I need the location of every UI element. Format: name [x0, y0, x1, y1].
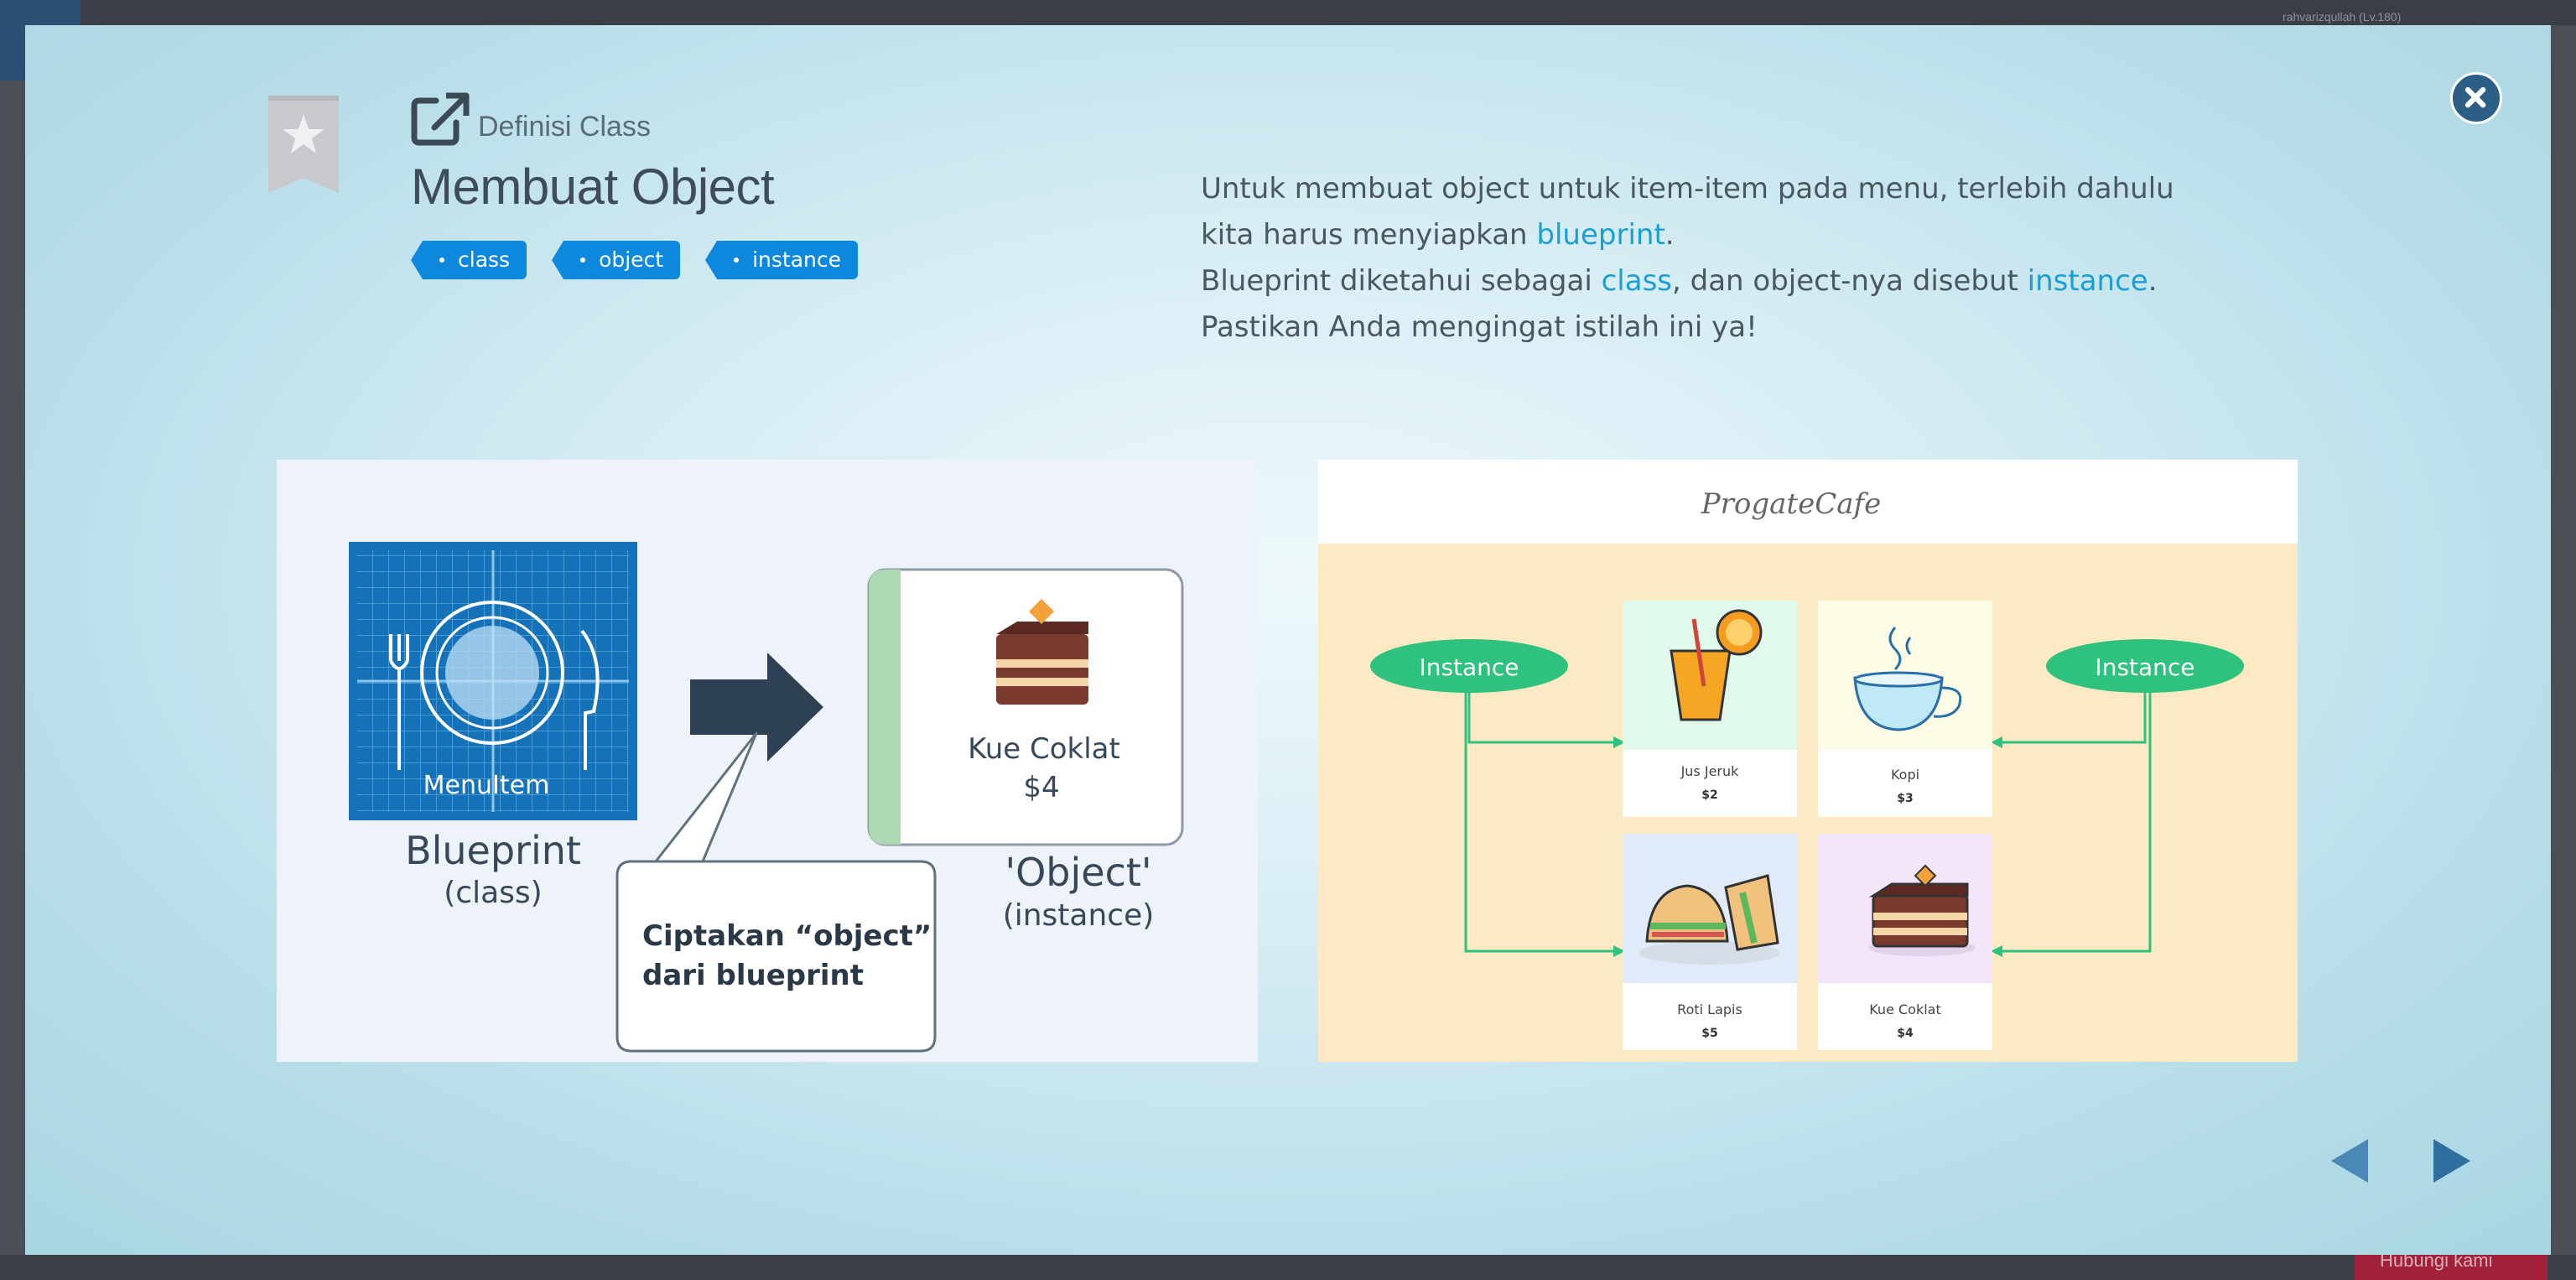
tag-instance[interactable]: instance	[705, 241, 859, 279]
next-slide-icon[interactable]	[2432, 1137, 2472, 1184]
term-instance: instance	[2027, 264, 2148, 298]
term-blueprint: blueprint	[1536, 218, 1665, 252]
menu-item-price: $3	[1897, 792, 1913, 805]
chocolate-cake-icon	[996, 599, 1088, 705]
menu-item-name: Kopi	[1891, 767, 1919, 783]
blueprint-title: Blueprint	[405, 828, 581, 873]
connector-arrows	[1464, 693, 2152, 953]
arrow-right-icon	[690, 653, 823, 762]
instance-label-left: Instance	[1419, 653, 1519, 681]
slide-header: Definisi Class Membuat Object class obje…	[410, 92, 859, 279]
term-class: class	[1601, 264, 1672, 298]
previous-slide-icon[interactable]	[2329, 1137, 2370, 1184]
menu-card-kue-coklat	[1818, 834, 1992, 1050]
description-line: Blueprint diketahui sebagai class, dan o…	[1201, 258, 2249, 304]
tag-list: class object instance	[410, 241, 859, 279]
menu-card-jus-jeruk	[1623, 601, 1797, 817]
menu-item-price: $2	[1701, 788, 1717, 802]
slide-subtitle: Definisi Class	[478, 110, 651, 143]
object-name: Kue Coklat	[968, 732, 1120, 766]
bubble-text-line2: dari blueprint	[642, 959, 864, 992]
user-name[interactable]: rahvarizqullah (Lv.180)	[2283, 10, 2402, 23]
menu-card-kopi	[1818, 601, 1992, 817]
tag-object[interactable]: object	[552, 241, 681, 279]
slide-title: Membuat Object	[411, 159, 775, 215]
blueprint-diagram: MenuItem Blueprint (class) Ciptakan “obj…	[277, 460, 1258, 1062]
slide-modal: Definisi Class Membuat Object class obje…	[25, 25, 2551, 1255]
cafe-logo: ProgateCafe	[1701, 487, 1881, 521]
bookmark-star-icon[interactable]	[268, 96, 339, 193]
instance-badge-left	[1370, 639, 1568, 693]
menu-item-price: $5	[1701, 1027, 1717, 1040]
instance-badge-right	[2046, 639, 2244, 693]
tag-class[interactable]: class	[410, 241, 527, 279]
object-price: $4	[1023, 771, 1059, 804]
blueprint-label: MenuItem	[423, 771, 550, 800]
description-text: .	[1665, 218, 1675, 252]
description-line: Untuk membuat object untuk item-item pad…	[1201, 172, 2174, 206]
close-icon[interactable]	[2450, 72, 2502, 124]
description-text: , dan object-nya disebut	[1672, 264, 2028, 298]
cafe-instances-diagram: ProgateCafe Instance Instance	[1318, 460, 2298, 1062]
slide-description: Untuk membuat object untuk item-item pad…	[1201, 166, 2249, 351]
description-line: Pastikan Anda mengingat istilah ini ya!	[1201, 310, 1758, 344]
speech-bubble	[615, 731, 937, 1053]
description-text: Blueprint diketahui sebagai	[1201, 264, 1602, 298]
description-line: kita harus menyiapkan blueprint.	[1201, 212, 2249, 258]
menu-item-name: Kue Coklat	[1869, 1002, 1941, 1017]
arrow-heads	[1613, 736, 2002, 957]
menu-card-roti-lapis	[1623, 834, 1797, 1050]
menu-item-name: Jus Jeruk	[1680, 763, 1740, 779]
cafe-diagram-svg: ProgateCafe Instance Instance	[1318, 460, 2298, 1050]
blueprint-subtitle: (class)	[444, 876, 542, 910]
cafe-header	[1318, 460, 2298, 544]
menu-item-name: Roti Lapis	[1677, 1002, 1742, 1017]
description-text: .	[2148, 264, 2158, 298]
background-header: rahvarizqullah (Lv.180)	[0, 0, 2576, 25]
background-footer	[0, 1255, 2576, 1280]
description-text: kita harus menyiapkan	[1201, 218, 1537, 252]
bubble-text-line1: Ciptakan “object”	[642, 919, 932, 953]
object-title: 'Object'	[1005, 850, 1151, 895]
object-card	[867, 568, 1184, 846]
object-subtitle: (instance)	[1003, 898, 1155, 933]
instance-label-right: Instance	[2095, 653, 2194, 681]
blueprint-image	[349, 542, 637, 820]
menu-item-price: $4	[1897, 1027, 1914, 1040]
blueprint-diagram-svg: MenuItem Blueprint (class) Ciptakan “obj…	[349, 542, 1184, 1053]
external-link-icon[interactable]	[411, 92, 470, 146]
